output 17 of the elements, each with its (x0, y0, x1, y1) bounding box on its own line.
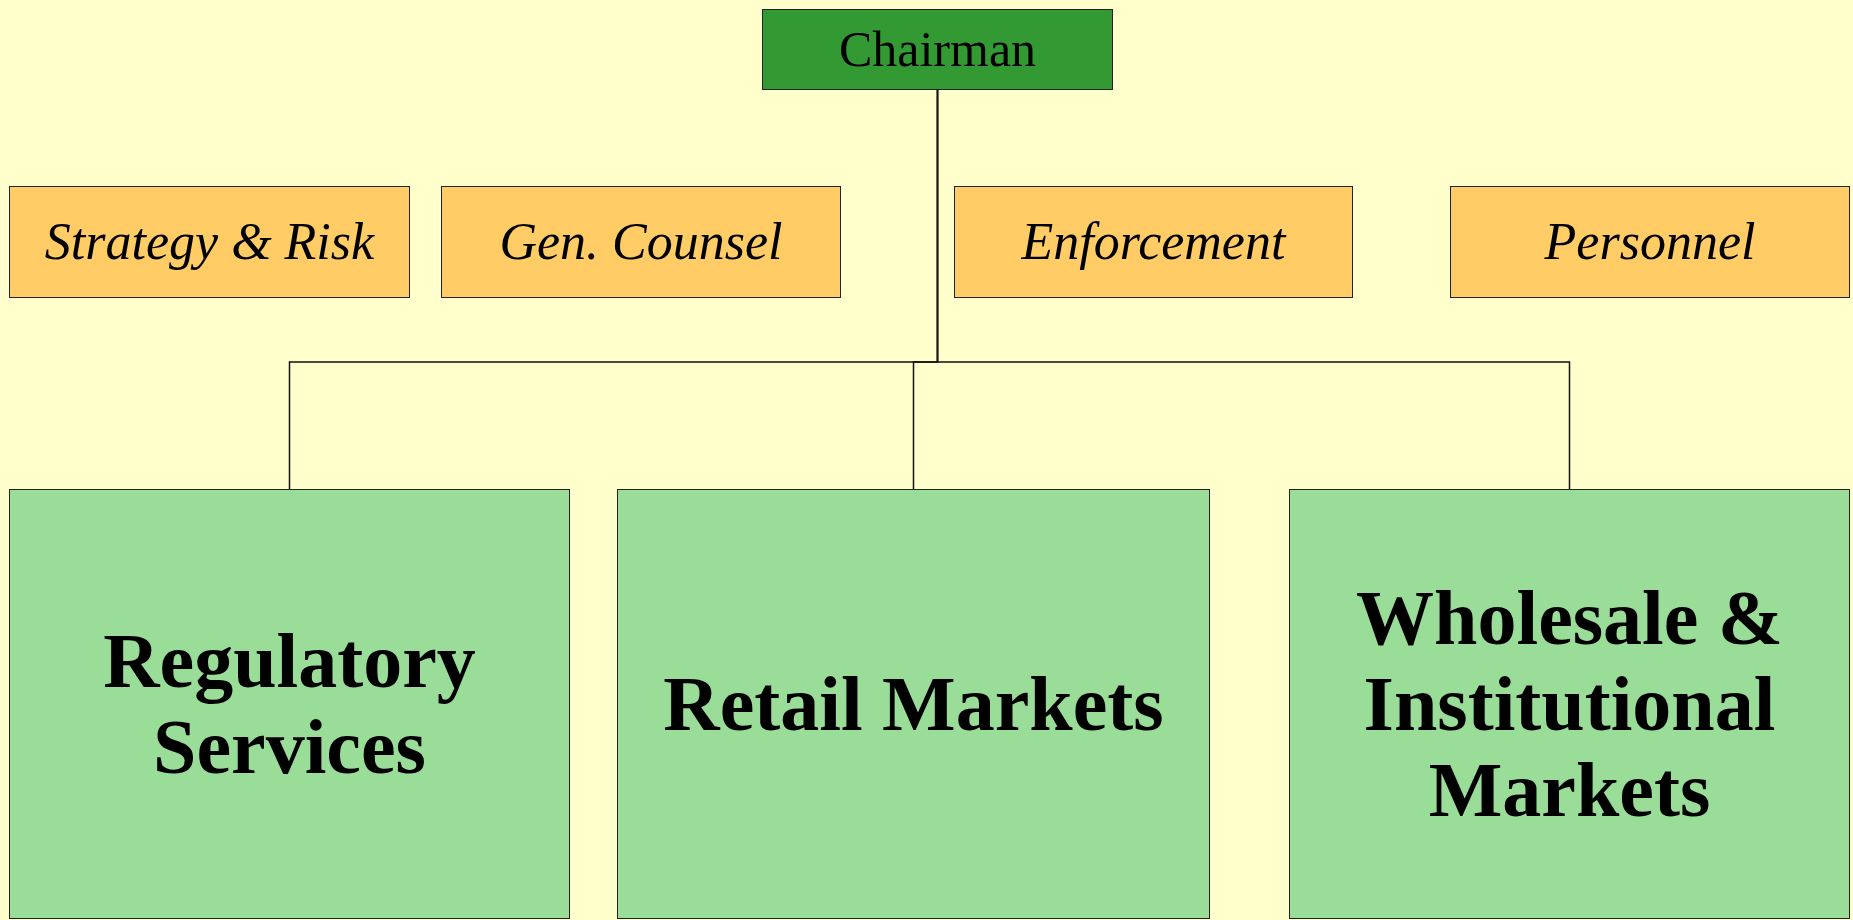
division-box (9, 489, 570, 919)
node-label: Enforcement (1021, 213, 1286, 271)
staff-box (1450, 186, 1850, 298)
division-box (1289, 489, 1850, 919)
node-label: Strategy & Risk (44, 213, 375, 271)
staff-box (954, 186, 1353, 298)
staff-box (9, 186, 410, 298)
division-box (617, 489, 1210, 919)
node-label: Retail Markets (663, 661, 1164, 747)
node-label: Personnel (1544, 213, 1756, 271)
node-label: Chairman (838, 22, 1037, 77)
node-label: Gen. Counsel (499, 213, 783, 271)
staff-box (441, 186, 841, 298)
connector-line (936, 89, 1571, 490)
node-label: Regulatory Services (102, 618, 477, 790)
node-label: Wholesale & Institutional Markets (1355, 575, 1784, 833)
chairman-box (762, 9, 1113, 90)
